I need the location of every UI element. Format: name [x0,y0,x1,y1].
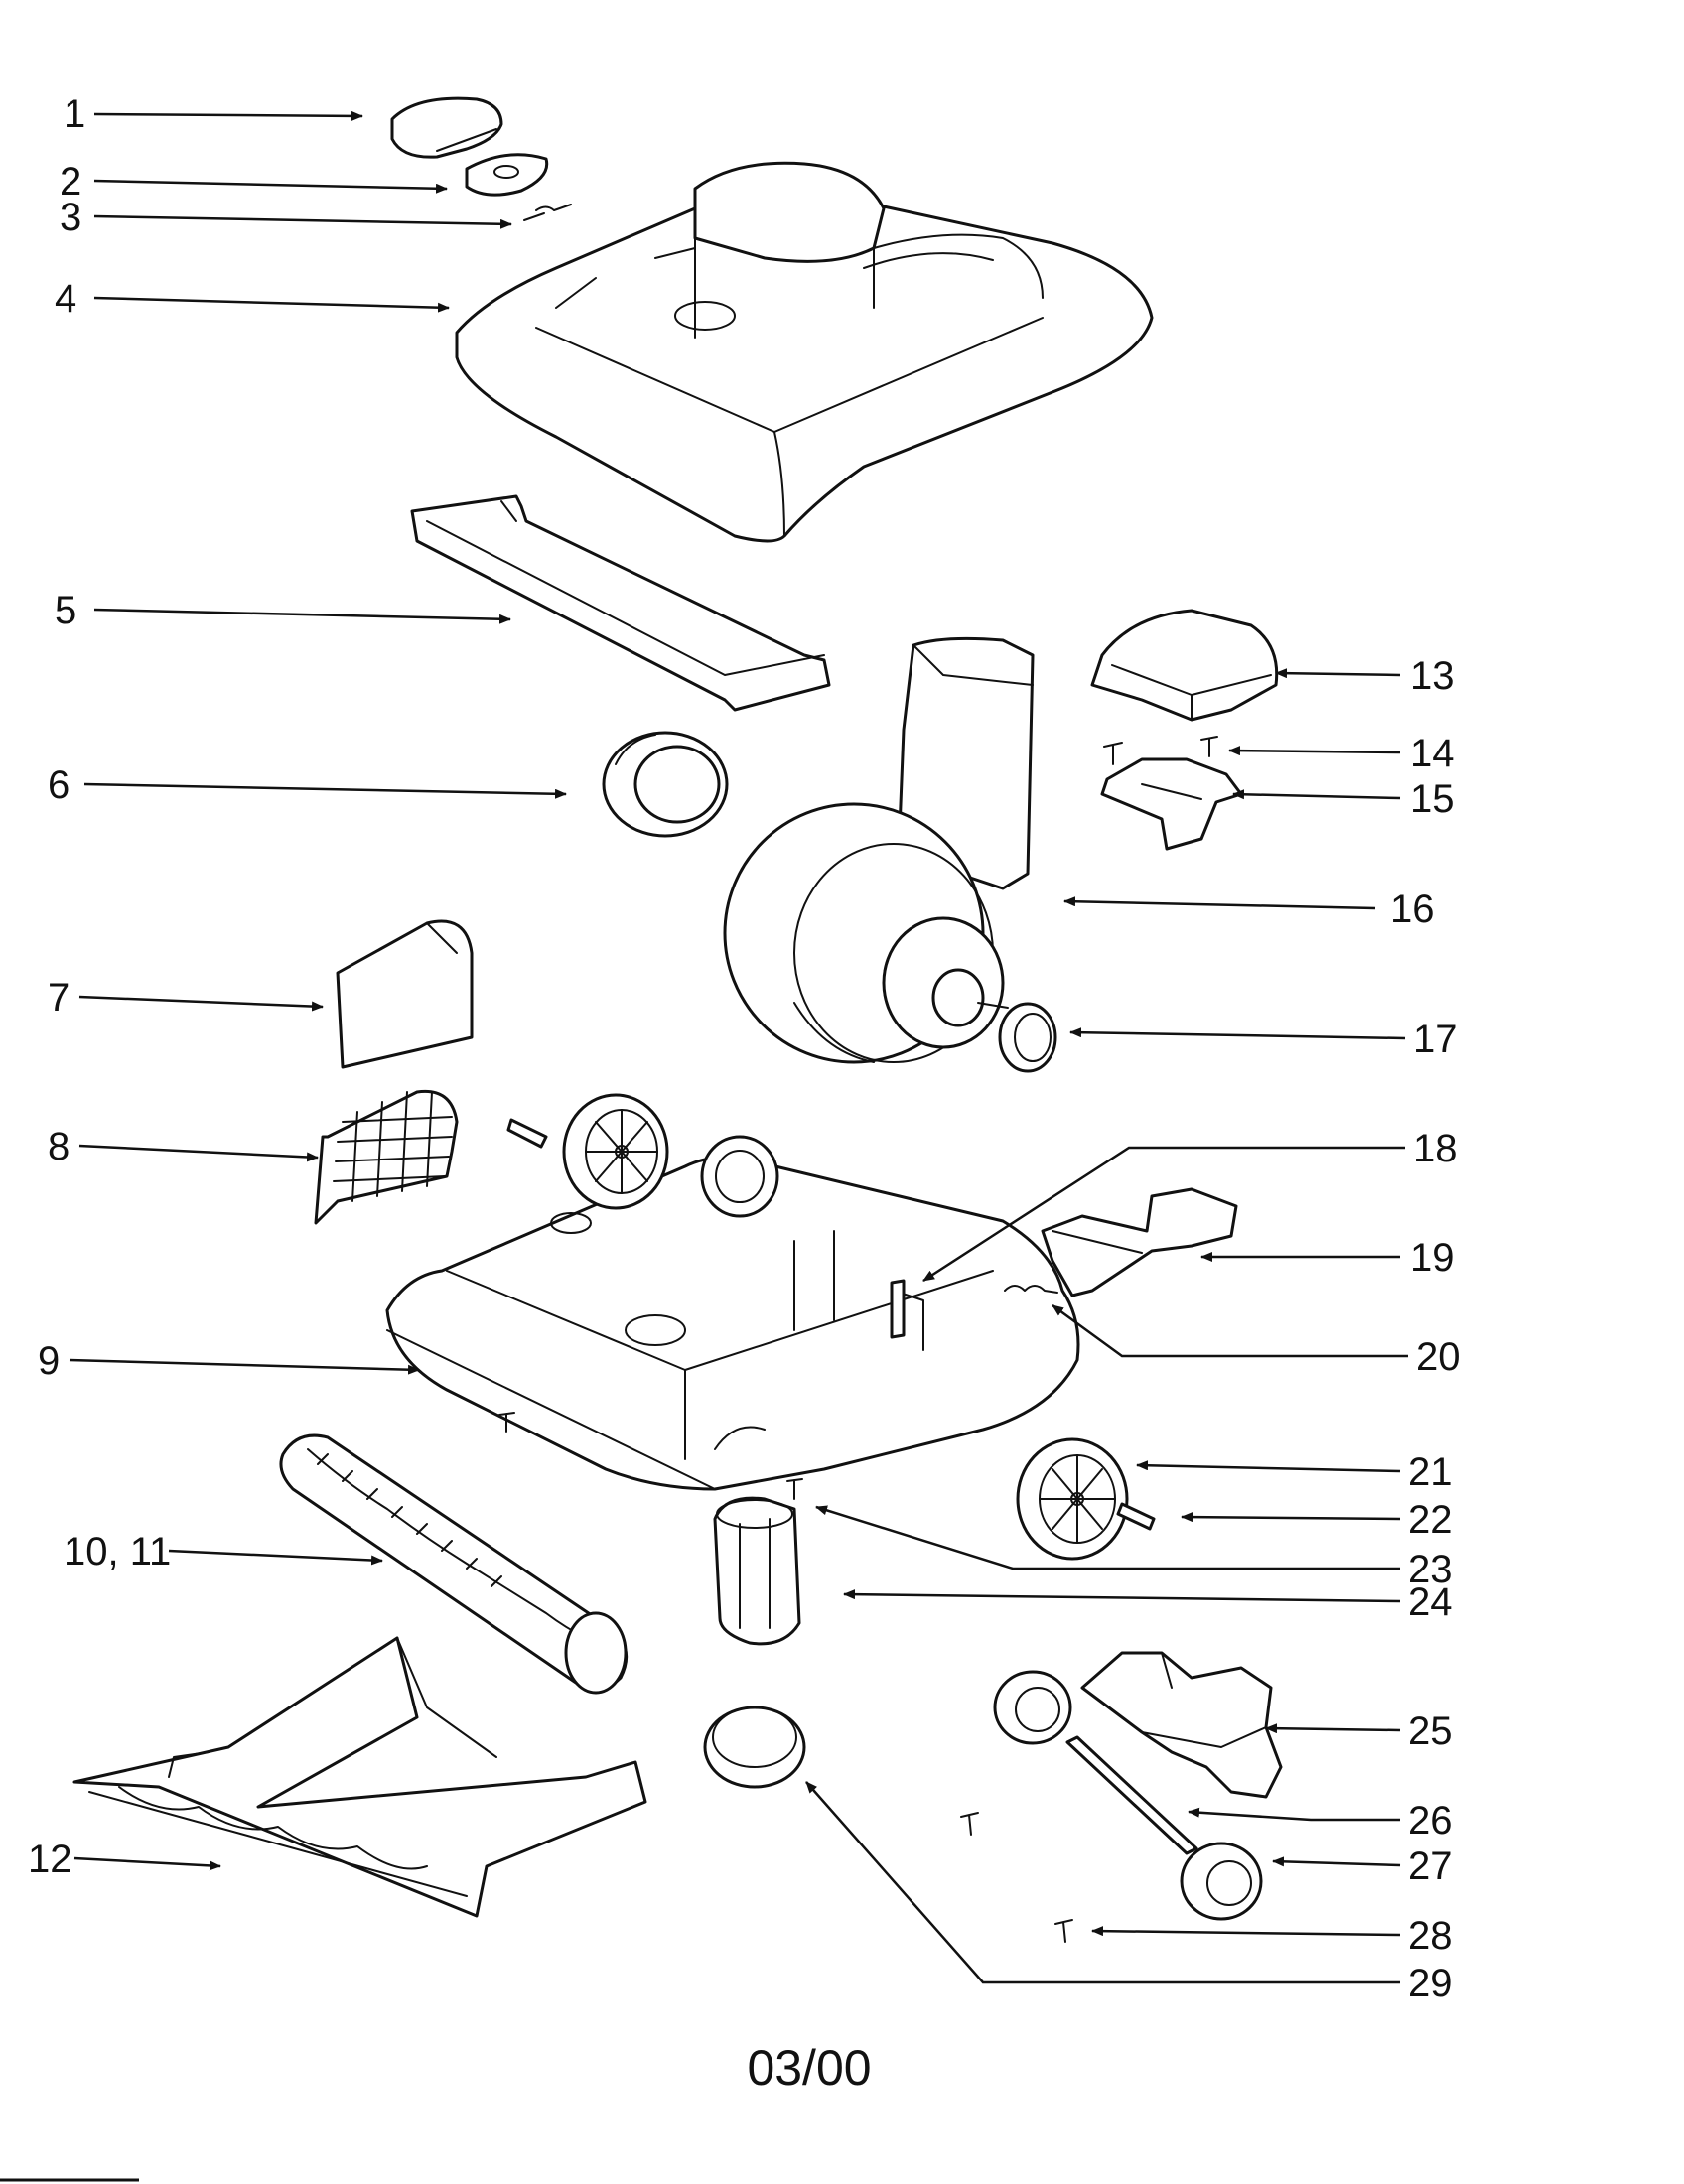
callout-label-1: 1 [64,92,85,136]
callout-label-18: 18 [1413,1127,1458,1170]
callout-label-25: 25 [1408,1709,1453,1753]
callout-label-12: 12 [28,1838,72,1881]
part-25-bracket [1080,1651,1283,1799]
part-3-clip [523,204,572,221]
part-16-motor [723,636,1035,1064]
part-7-filter [336,919,474,1069]
part-15-bracket [1100,757,1243,851]
callout-label-10-11: 10, 11 [64,1530,171,1573]
part-14-screws [1103,736,1218,765]
callout-label-15: 15 [1410,777,1455,821]
part-12-bottom-plate [72,1636,647,1918]
screw-rear [960,1812,979,1836]
part-22-axle [1116,1502,1156,1531]
callout-label-16: 16 [1390,887,1435,931]
callout-label-21: 21 [1408,1450,1453,1494]
screw-base [498,1412,515,1433]
callout-label-4: 4 [55,277,76,321]
part-4-hood [455,161,1154,543]
part-29-ring [703,1706,806,1789]
callout-label-5: 5 [55,589,76,632]
part-23-screw [786,1478,803,1500]
part-18-pin [890,1279,906,1339]
part-24-nozzle [713,1496,801,1646]
callout-label-22: 22 [1408,1498,1453,1542]
part-20-spring [1004,1285,1058,1294]
part-19-pedal [1041,1187,1238,1297]
part-13-cover [1090,609,1279,722]
part-28-screw [1054,1919,1073,1943]
callout-label-9: 9 [38,1339,60,1383]
callout-label-29: 29 [1408,1962,1453,2005]
callout-label-24: 24 [1408,1580,1453,1624]
callout-label-6: 6 [48,763,70,807]
callout-label-17: 17 [1413,1018,1458,1061]
part-9-base [385,1135,1080,1491]
part-1-cover [390,96,503,159]
callout-label-13: 13 [1410,654,1455,698]
callout-label-27: 27 [1408,1844,1453,1888]
callout-label-19: 19 [1410,1236,1455,1280]
part-2-disc [465,153,549,197]
callout-label-3: 3 [60,196,81,239]
leader-lines [69,110,1408,1984]
part-21-wheel [1016,1437,1129,1561]
callout-label-20: 20 [1416,1335,1461,1379]
part-8-grid [314,1089,459,1225]
wheel-left [562,1093,669,1210]
part-17-ring [998,1002,1057,1073]
callout-label-8: 8 [48,1125,70,1168]
part-27-wheel [1180,1842,1263,1921]
callout-label-23: 23 [1408,1548,1453,1591]
part-10-11-brushroll [279,1433,629,1695]
callout-label-26: 26 [1408,1799,1453,1843]
caster-wheel-upper [993,1670,1072,1745]
part-26-rod [1065,1735,1198,1855]
part-6-ring [602,731,729,838]
callout-label-2: 2 [60,160,81,204]
callout-labels: 1 2 3 4 5 6 7 8 9 10, 11 12 13 14 15 16 … [28,92,1461,2005]
part-5-bumper [410,494,831,712]
axle-left [506,1118,548,1149]
callout-label-7: 7 [48,976,70,1020]
callout-label-14: 14 [1410,732,1455,775]
date-code: 03/00 [747,2040,871,2096]
callout-label-28: 28 [1408,1914,1453,1958]
